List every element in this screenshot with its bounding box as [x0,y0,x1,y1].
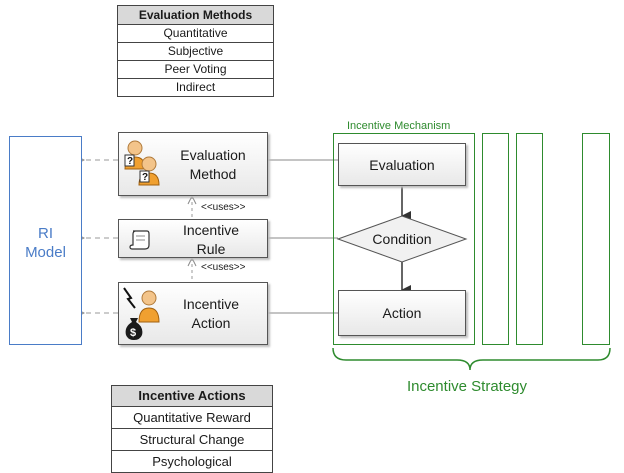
svg-text:?: ? [127,156,133,167]
evaluation-method-box: ? ? Evaluation Method [118,132,268,196]
evaluation-methods-header: Evaluation Methods [118,6,273,25]
money-bag-icon: $ [123,287,160,340]
incentive-action-row: Structural Change [112,429,272,451]
strategy-column [482,133,509,345]
strategy-column [516,133,543,345]
evaluation-method-row: Peer Voting [118,61,273,79]
strategy-brace [332,347,611,371]
action-step-box: Action [338,290,466,336]
incentive-action-box: $ Incentive Action [118,282,268,345]
strategy-column [582,133,610,345]
evaluation-methods-table: Evaluation Methods Quantitative Subjecti… [117,5,274,97]
incentive-rule-box: Incentive Rule [118,219,268,258]
action-step-label: Action [382,305,422,321]
evaluation-step-label: Evaluation [369,157,435,173]
evaluation-method-label-line1: Evaluation [180,147,246,163]
incentive-actions-header: Incentive Actions [112,386,272,407]
ri-model-label-line2: Model [25,244,66,261]
evaluators-icon: ? ? [124,140,160,186]
incentive-action-row: Quantitative Reward [112,407,272,429]
evaluation-method-row: Indirect [175,80,216,94]
condition-label: Condition [372,231,432,247]
ri-model-label-line1: RI [38,225,53,242]
incentive-mechanism-container [333,133,475,345]
evaluation-method-label: Evaluation Method [159,146,267,184]
incentive-strategy-label: Incentive Strategy [406,378,528,395]
incentive-action-label: Incentive Action [155,295,267,333]
evaluation-method-row: Subjective [118,43,273,61]
uses-label-rule-action: <<uses>> [201,262,246,273]
incentive-action-label-line2: Action [191,315,231,331]
incentive-rule-label: Incentive Rule [155,221,267,259]
evaluation-step-box: Evaluation [338,143,466,186]
incentive-action-label-line1: Incentive [182,296,240,312]
incentive-actions-table: Incentive Actions Quantitative Reward St… [111,385,273,473]
condition-diamond [336,215,468,263]
evaluation-method-row: Quantitative [118,25,273,43]
svg-text:?: ? [142,172,148,183]
scroll-icon [129,230,150,250]
svg-text:$: $ [130,327,136,339]
incentive-rule-label-line1: Incentive [182,222,240,238]
evaluation-method-label-line2: Method [189,166,237,182]
incentive-rule-label-line2: Rule [196,241,226,257]
uses-label-evaluation-rule: <<uses>> [201,202,246,213]
ri-model-box: RI Model [9,136,82,345]
incentive-action-row: Psychological [152,454,232,469]
mechanism-title: Incentive Mechanism [347,120,451,132]
ri-model-label: RI Model [10,224,81,262]
